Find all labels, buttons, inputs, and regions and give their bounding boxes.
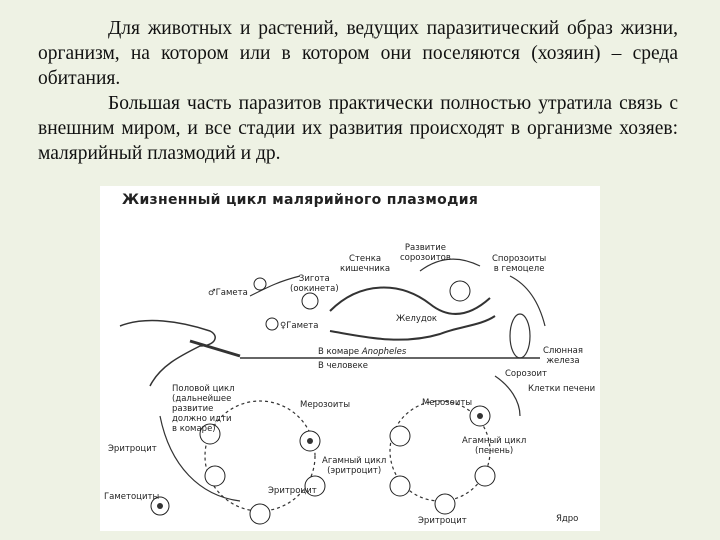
- erythrocyte-cell-5: [250, 504, 270, 524]
- label-gametocytes: Гаметоциты: [104, 492, 159, 502]
- label-gamete-female: ♀Гамета: [280, 321, 318, 331]
- label-erythrocyte-bottom: Эритроцит: [418, 516, 467, 526]
- label-in-mosquito: В комаре Anopheles: [318, 347, 406, 357]
- label-erythrocyte-mid: Эритроцит: [268, 486, 317, 496]
- liver-nucleus: [477, 413, 483, 419]
- label-sporozoites-hemocoel: Спорозоиты в гемоцеле: [492, 254, 546, 274]
- zygote-cell: [302, 293, 318, 309]
- malaria-lifecycle-diagram: Жизненный цикл малярийного плазмодия ♂Га…: [100, 186, 600, 531]
- liver-cell-1: [390, 426, 410, 446]
- text-block: Для животных и растений, ведущих паразит…: [38, 16, 678, 166]
- label-zygote: Зигота (оокинета): [290, 274, 339, 294]
- gametocyte-nucleus: [157, 503, 163, 509]
- paragraph-parasites: Большая часть паразитов практически полн…: [38, 91, 678, 166]
- oocyst-cell: [450, 281, 470, 301]
- label-sporozoite-development: Развитие сорозоитов: [400, 243, 451, 263]
- label-gamete-male: ♂Гамета: [208, 288, 248, 298]
- label-salivary-gland: Слюнная железа: [543, 346, 583, 366]
- diagram-drawing: [100, 186, 600, 531]
- liver-cell-2: [390, 476, 410, 496]
- label-stomach: Желудок: [396, 314, 437, 324]
- gamete-male-cell: [254, 278, 266, 290]
- arrow-sporozoite-liver: [495, 376, 520, 416]
- human-finger: [120, 321, 215, 386]
- label-merozoites-left: Мерозоиты: [300, 400, 350, 410]
- diagram-title: Жизненный цикл малярийного плазмодия: [122, 192, 478, 208]
- mosquito-proboscis: [190, 341, 240, 356]
- erythrocyte-cell-2: [205, 466, 225, 486]
- label-sexual-cycle: Половой цикл (дальнейшее развитие должно…: [172, 384, 235, 434]
- label-merozoites-right: Мерозоиты: [422, 398, 472, 408]
- label-erythrocyte-left: Эритроцит: [108, 444, 157, 454]
- label-nucleus: Ядро: [556, 514, 578, 524]
- label-asexual-erythrocyte: Агамный цикл (эритроцит): [322, 456, 386, 476]
- label-gut-wall: Стенка кишечника: [340, 254, 390, 274]
- gamete-female-cell: [266, 318, 278, 330]
- paragraph-habitat: Для животных и растений, ведущих паразит…: [38, 16, 678, 91]
- erythrocyte-nucleus: [307, 438, 313, 444]
- label-in-human: В человеке: [318, 361, 368, 371]
- salivary-gland: [510, 314, 530, 358]
- label-asexual-liver: Агамный цикл (печень): [462, 436, 526, 456]
- label-liver-cells: Клетки печени: [528, 384, 595, 394]
- arrow-to-gland: [510, 276, 545, 326]
- liver-cell-4: [475, 466, 495, 486]
- liver-cell-5: [435, 494, 455, 514]
- label-sporozoite: Сорозоит: [505, 369, 547, 379]
